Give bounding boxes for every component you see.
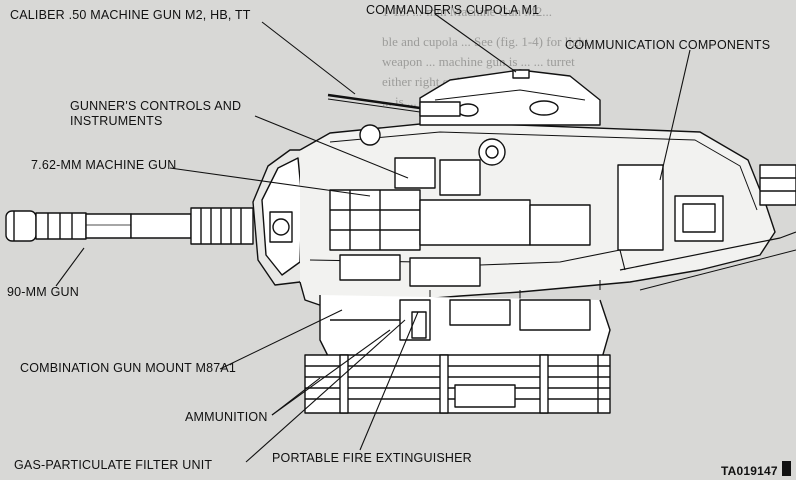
label-caliber-50-mg: CALIBER .50 MACHINE GUN M2, HB, TT	[10, 8, 251, 22]
gun-barrel	[5, 207, 254, 245]
communication-components	[617, 164, 796, 251]
lower-mount	[319, 295, 611, 366]
gun-breech	[309, 124, 626, 287]
label-90mm-gun: 90-MM GUN	[7, 285, 79, 299]
leader-lines	[55, 13, 691, 463]
label-commanders-cupola: COMMANDER'S CUPOLA M1	[366, 3, 540, 17]
ammunition-rack	[304, 354, 611, 414]
label-combination-gun-mount: COMBINATION GUN MOUNT M87A1	[20, 361, 237, 375]
figure-id: TA019147	[721, 464, 778, 478]
label-gunners-controls: GUNNER'S CONTROLS AND	[70, 99, 242, 113]
label-portable-fire-extinguisher: PORTABLE FIRE EXTINGUISHER	[272, 451, 472, 465]
figure-id-marker	[782, 461, 791, 476]
gun-mantlet	[252, 149, 313, 286]
label-762-mg: 7.62-MM MACHINE GUN	[31, 158, 177, 172]
label-communication-components: COMMUNICATION COMPONENTS	[565, 38, 771, 52]
caliber-50-mg	[327, 93, 461, 117]
label-gas-particulate-filter-unit: GAS-PARTICULATE FILTER UNIT	[14, 458, 213, 472]
label-ammunition: AMMUNITION	[185, 410, 268, 424]
label-gunners-controls-line2: INSTRUMENTS	[70, 114, 163, 128]
commanders-cupola	[419, 69, 601, 126]
